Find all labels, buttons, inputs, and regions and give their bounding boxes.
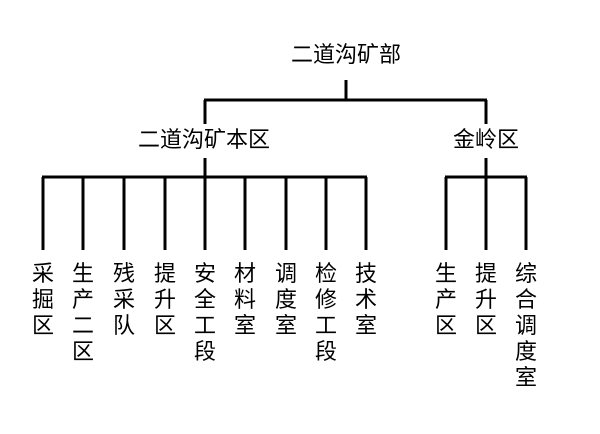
branch-node-label: 二道沟矿本区 <box>138 128 271 153</box>
unit-label: 检修工段 <box>314 262 337 365</box>
unit-label: 生产区 <box>434 262 457 339</box>
unit-label: 残采队 <box>112 262 135 339</box>
unit-label: 提升区 <box>474 262 497 339</box>
unit-label: 提升区 <box>153 262 176 339</box>
unit-label: 采掘区 <box>31 262 54 339</box>
unit-label: 综合调度室 <box>514 262 537 391</box>
unit-label: 调度室 <box>274 262 297 339</box>
unit-label: 生产二区 <box>71 262 94 365</box>
branch-node-label: 金岭区 <box>453 128 520 153</box>
unit-label: 技术室 <box>354 262 377 339</box>
unit-label: 安全工段 <box>193 262 216 365</box>
root-node-label: 二道沟矿部 <box>291 43 402 68</box>
unit-label: 材料室 <box>233 262 256 339</box>
